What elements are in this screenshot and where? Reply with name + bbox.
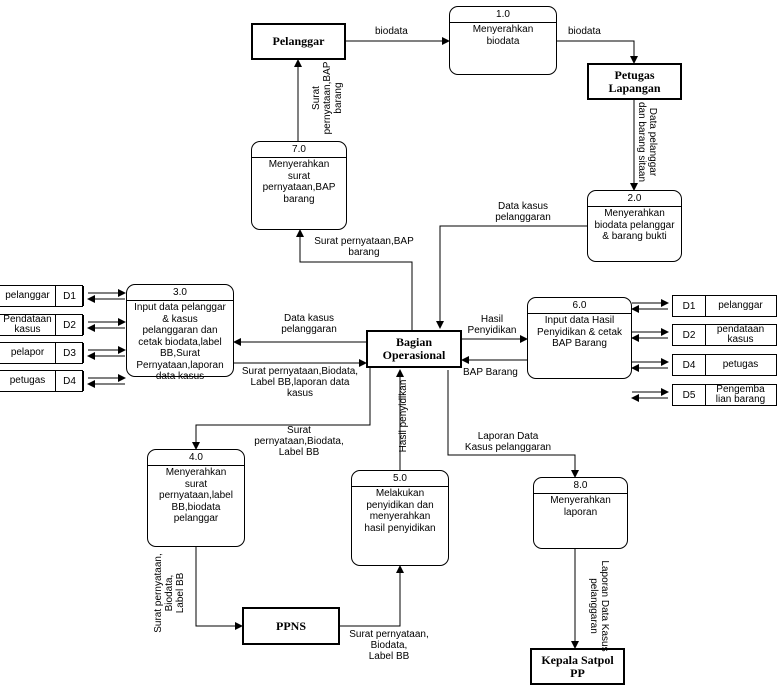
data-store-left-d3: pelapor D3 [0, 342, 84, 364]
entity-ppns: PPNS [242, 607, 340, 645]
data-store-name: petugas [722, 359, 759, 370]
process-number: 1.0 [450, 7, 556, 23]
flow-label-bagian-to-p3: Data kasus pelanggaran [281, 313, 337, 335]
process-number: 3.0 [127, 285, 233, 301]
flow-label-p7-to-pelanggar: Surat pernyataan,BAP barang [311, 61, 344, 135]
flow-label-p4-to-ppns: Surat pernyataan, Biodata, Label BB [153, 553, 186, 633]
process-label: Menyerahkan biodata pelanggar & barang b… [594, 208, 675, 242]
data-store-name: Pengemba lian barang [715, 384, 766, 405]
data-store-name: pelapor [10, 347, 45, 358]
entity-petugas-lapangan: Petugas Lapangan [587, 63, 682, 100]
process-3: 3.0 Input data pelanggar & kasus pelangg… [126, 284, 234, 382]
process-label: Input data pelanggar & kasus pelanggaran… [134, 302, 226, 382]
flow-label-p2-to-bagian: Data kasus pelanggaran [495, 201, 551, 223]
flow-label-p1-to-petugas: biodata [568, 26, 601, 37]
data-store-name: pelanggar [5, 290, 50, 301]
data-store-id: D3 [55, 343, 84, 363]
data-store-id: D2 [672, 325, 706, 345]
flow-label-p8-to-kepala: Laporan Data Kasus pelanggaran [588, 560, 610, 652]
data-store-left-d4: petugas D4 [0, 370, 84, 392]
process-label: Input data Hasil Penyidikan & cetak BAP … [536, 315, 623, 349]
process-8: 8.0 Menyerahkan laporan [533, 477, 628, 549]
process-number: 4.0 [148, 450, 244, 466]
data-store-id: D4 [672, 355, 706, 375]
flow-label-p5-to-bagian: Hasil penyidikan [398, 379, 409, 453]
data-store-id: D2 [55, 315, 84, 335]
flow-label-pelanggar-to-p1: biodata [375, 26, 408, 37]
flow-label-p6-to-bagian: BAP Barang [463, 367, 518, 378]
flow-label-bagian-to-p6: Hasil Penyidikan [467, 314, 517, 336]
process-2: 2.0 Menyerahkan biodata pelanggar & bara… [587, 190, 682, 262]
process-5: 5.0 Melakukan penyidikan dan menyerahkan… [351, 470, 449, 566]
data-store-right-d2: D2 pendataan kasus [672, 324, 777, 346]
data-store-right-d1: D1 pelanggar [672, 295, 777, 317]
data-store-id: D5 [672, 385, 706, 405]
flow-p2-to-bagian [436, 225, 587, 329]
flow-bagian-to-p8 [447, 370, 579, 478]
flow-ppns-to-p5 [340, 565, 404, 627]
data-store-name: pendataan kasus [716, 324, 765, 345]
process-number: 6.0 [528, 298, 631, 314]
data-store-id: D4 [55, 371, 84, 391]
process-label: Menyerahkan laporan [550, 495, 611, 518]
flow-p4-to-ppns [195, 547, 243, 630]
data-store-id: D1 [55, 286, 84, 306]
data-store-right-d5: D5 Pengemba lian barang [672, 384, 777, 406]
flow-label-petugas-to-p2: Data pelanggar dan barang sitaan [636, 101, 658, 183]
process-label: Menyerahkan surat pernyataan,label BB,bi… [159, 467, 233, 524]
process-1: 1.0 Menyerahkan biodata [449, 6, 557, 75]
process-7: 7.0 Menyerahkan surat pernyataan,BAP bar… [251, 141, 347, 230]
flow-bagian-to-p7 [296, 229, 413, 330]
entity-bagian-operasional: Bagian Operasional [366, 330, 462, 368]
entity-kepala-satpol-pp: Kepala Satpol PP [530, 648, 625, 685]
flow-label-bagian-to-p8: Laporan Data Kasus pelanggaran [464, 431, 552, 453]
process-label: Menyerahkan surat pernyataan,BAP barang [262, 159, 336, 205]
flow-p1-to-petugas [557, 40, 638, 64]
flow-label-bagian-to-p7: Surat pernyataan,BAP barang [314, 236, 414, 258]
process-number: 2.0 [588, 191, 681, 207]
data-store-name: pelanggar [718, 300, 763, 311]
data-store-name: Pendataan kasus [3, 314, 52, 335]
process-4: 4.0 Menyerahkan surat pernyataan,label B… [147, 449, 245, 547]
flow-label-p3-to-bagian: Surat pernyataan,Biodata, Label BB,lapor… [241, 366, 359, 399]
flow-label-bagian-to-p4: Surat pernyataan,Biodata, Label BB [254, 425, 344, 458]
data-store-left-d2: Pendataan kasus D2 [0, 314, 84, 336]
process-number: 8.0 [534, 478, 627, 494]
data-store-left-d1: pelanggar D1 [0, 285, 84, 307]
data-store-name: petugas [9, 375, 46, 386]
process-number: 7.0 [252, 142, 346, 158]
data-store-right-d4: D4 petugas [672, 354, 777, 376]
entity-pelanggar: Pelanggar [251, 23, 346, 60]
process-6: 6.0 Input data Hasil Penyidikan & cetak … [527, 297, 632, 379]
process-label: Melakukan penyidikan dan menyerahkan has… [364, 488, 436, 534]
process-label: Menyerahkan biodata [472, 24, 534, 47]
data-store-id: D1 [672, 296, 706, 316]
flow-bagian-to-p4 [192, 368, 371, 450]
flow-label-ppns-to-p5: Surat pernyataan, Biodata, Label BB [349, 629, 429, 662]
process-number: 5.0 [352, 471, 448, 487]
